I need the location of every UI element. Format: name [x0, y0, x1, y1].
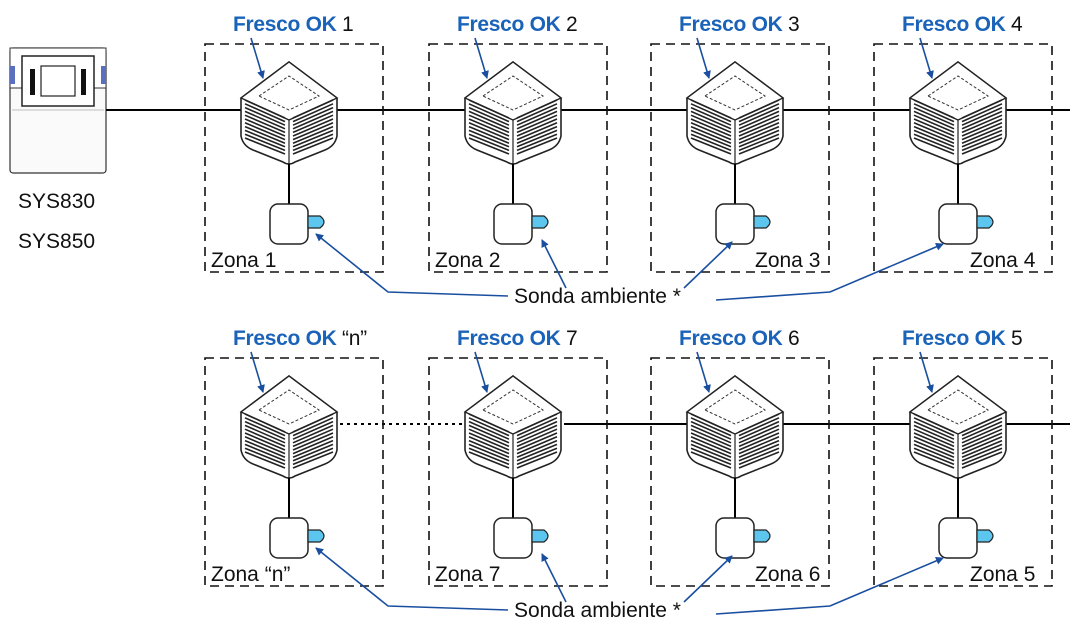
sensor-probe — [531, 529, 549, 543]
unit-group — [873, 357, 1053, 587]
unit-number: 2 — [560, 13, 578, 36]
zone-box — [650, 357, 830, 587]
room-sensor — [493, 517, 533, 559]
sensor-label-top: Sonda ambiente * — [514, 285, 681, 308]
unit-label: Fresco OK “n” — [233, 328, 367, 349]
room-sensor — [715, 517, 755, 559]
zone-label: Zona “n” — [211, 563, 291, 586]
unit-label: Fresco OK 6 — [679, 327, 800, 350]
unit-label: Fresco OK 7 — [457, 327, 578, 350]
room-sensor — [269, 517, 309, 559]
zone-label: Zona 5 — [970, 563, 1036, 586]
unit-brand: Fresco OK — [233, 13, 337, 36]
zone-box — [428, 43, 608, 273]
zone-label: Zona 2 — [435, 249, 501, 272]
unit-number: 7 — [560, 327, 578, 350]
room-sensor — [493, 203, 533, 245]
unit-group — [204, 357, 384, 587]
unit-label: Fresco OK 2 — [457, 13, 578, 36]
unit-group — [428, 43, 608, 273]
zone-box — [873, 357, 1053, 587]
zone-box — [204, 43, 384, 273]
unit-number: “n” — [336, 327, 367, 350]
sensor-probe — [976, 215, 994, 229]
unit-group — [650, 357, 830, 587]
zone-box — [204, 357, 384, 587]
controller-model-2: SYS850 — [18, 230, 96, 253]
unit-brand: Fresco OK — [679, 13, 783, 36]
unit-number: 1 — [336, 13, 354, 36]
zone-label: Zona 4 — [970, 249, 1036, 272]
zone-box — [650, 43, 830, 273]
unit-brand: Fresco OK — [679, 327, 783, 350]
room-sensor — [715, 203, 755, 245]
unit-label: Fresco OK 1 — [233, 13, 354, 36]
zone-label: Zona 3 — [755, 249, 821, 272]
unit-label: Fresco OK 3 — [679, 13, 800, 36]
unit-brand: Fresco OK — [902, 13, 1006, 36]
zone-box — [428, 357, 608, 587]
room-sensor — [938, 203, 978, 245]
zone-label: Zona 1 — [211, 249, 277, 272]
sensor-probe — [307, 529, 325, 543]
unit-brand: Fresco OK — [457, 13, 561, 36]
room-sensor — [938, 517, 978, 559]
unit-label: Fresco OK 4 — [902, 13, 1023, 36]
unit-brand: Fresco OK — [902, 327, 1006, 350]
unit-number: 4 — [1005, 13, 1023, 36]
controller-model-1: SYS830 — [18, 190, 96, 213]
unit-label: Fresco OK 5 — [902, 327, 1023, 350]
sensor-probe — [307, 215, 325, 229]
room-sensor — [269, 203, 309, 245]
unit-brand: Fresco OK — [457, 327, 561, 350]
zone-box — [873, 43, 1053, 273]
zone-label: Zona 6 — [755, 563, 821, 586]
unit-number: 3 — [782, 13, 800, 36]
sensor-label-bottom: Sonda ambiente * — [514, 599, 681, 622]
unit-group — [650, 43, 830, 273]
unit-group — [204, 43, 384, 273]
sensor-probe — [531, 215, 549, 229]
unit-group — [873, 43, 1053, 273]
unit-brand: Fresco OK — [233, 327, 337, 350]
sensor-probe — [976, 529, 994, 543]
zone-label: Zona 7 — [435, 563, 501, 586]
unit-number: 5 — [1005, 327, 1023, 350]
controller-device — [9, 47, 107, 174]
sensor-arrows — [250, 37, 944, 615]
unit-group — [428, 357, 608, 587]
sensor-probe — [753, 215, 771, 229]
unit-number: 6 — [782, 327, 800, 350]
sensor-probe — [753, 529, 771, 543]
